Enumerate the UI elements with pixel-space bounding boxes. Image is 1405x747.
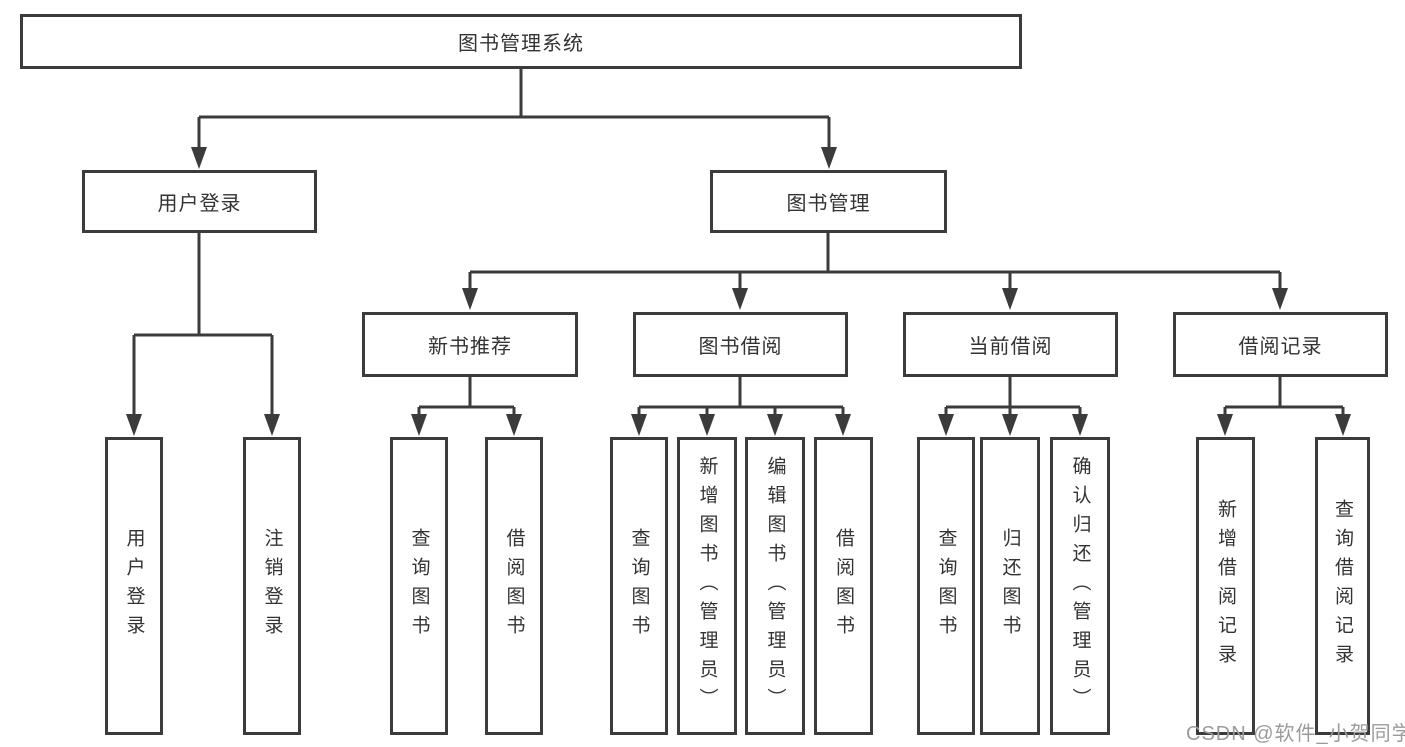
leaf-add-borrow-record-label: 新增借阅记录 xyxy=(1215,499,1236,673)
node-root: 图书管理系统 xyxy=(20,14,1022,69)
leaf-logout: 注销登录 xyxy=(243,437,301,735)
node-book-management: 图书管理 xyxy=(710,170,947,233)
csdn-watermark: CSDN @软件_小贺同学 xyxy=(1186,723,1405,745)
node-borrow-record: 借阅记录 xyxy=(1173,312,1388,377)
connector-book-mgmt-to-level3 xyxy=(462,233,1288,310)
leaf-borrow-books-2: 借阅图书 xyxy=(814,437,873,735)
leaf-return-books-label: 归还图书 xyxy=(999,528,1021,644)
node-user-login: 用户登录 xyxy=(82,170,317,233)
leaf-return-books: 归还图书 xyxy=(980,437,1040,735)
leaf-user-login: 用户登录 xyxy=(105,437,163,735)
leaf-query-books-1-label: 查询图书 xyxy=(408,528,430,644)
leaf-edit-books-admin-label: 编辑图书（管理员） xyxy=(764,455,786,717)
node-book-borrow: 图书借阅 xyxy=(633,312,848,377)
leaf-confirm-return-admin: 确认归还（管理员） xyxy=(1050,437,1110,735)
node-new-book-recommend: 新书推荐 xyxy=(362,312,578,377)
leaf-user-login-label: 用户登录 xyxy=(123,528,145,644)
node-book-management-label: 图书管理 xyxy=(786,193,871,215)
connector-current-borrow-to-leaves xyxy=(938,377,1088,436)
connector-new-book-to-leaves xyxy=(411,377,522,436)
leaf-add-books-admin: 新增图书（管理员） xyxy=(677,437,737,735)
leaf-borrow-books-2-label: 借阅图书 xyxy=(833,528,854,644)
node-root-label: 图书管理系统 xyxy=(458,33,584,55)
leaf-query-books-3-label: 查询图书 xyxy=(935,528,957,644)
connector-borrow-record-to-leaves xyxy=(1217,377,1351,436)
leaf-query-borrow-record-label: 查询借阅记录 xyxy=(1332,499,1353,673)
leaf-query-books-2: 查询图书 xyxy=(610,437,668,735)
leaf-edit-books-admin: 编辑图书（管理员） xyxy=(745,437,805,735)
leaf-query-books-3: 查询图书 xyxy=(917,437,975,735)
node-book-borrow-label: 图书借阅 xyxy=(698,336,783,358)
connector-book-borrow-to-leaves xyxy=(631,377,851,436)
leaf-query-books-2-label: 查询图书 xyxy=(628,528,650,644)
leaf-add-books-admin-label: 新增图书（管理员） xyxy=(696,455,718,717)
node-current-borrow-label: 当前借阅 xyxy=(968,336,1053,358)
leaf-query-books-1: 查询图书 xyxy=(390,437,448,735)
node-borrow-record-label: 借阅记录 xyxy=(1238,336,1323,358)
leaf-add-borrow-record: 新增借阅记录 xyxy=(1196,437,1255,735)
leaf-confirm-return-admin-label: 确认归还（管理员） xyxy=(1069,455,1091,717)
leaf-borrow-books-1-label: 借阅图书 xyxy=(503,528,525,644)
node-new-book-recommend-label: 新书推荐 xyxy=(428,336,512,358)
connector-root-to-level2 xyxy=(191,68,837,169)
leaf-logout-label: 注销登录 xyxy=(261,528,283,644)
node-current-borrow: 当前借阅 xyxy=(903,312,1118,377)
connector-user-login-to-leaves xyxy=(126,233,280,436)
node-user-login-label: 用户登录 xyxy=(157,193,242,215)
leaf-borrow-books-1: 借阅图书 xyxy=(485,437,543,735)
leaf-query-borrow-record: 查询借阅记录 xyxy=(1315,437,1370,735)
